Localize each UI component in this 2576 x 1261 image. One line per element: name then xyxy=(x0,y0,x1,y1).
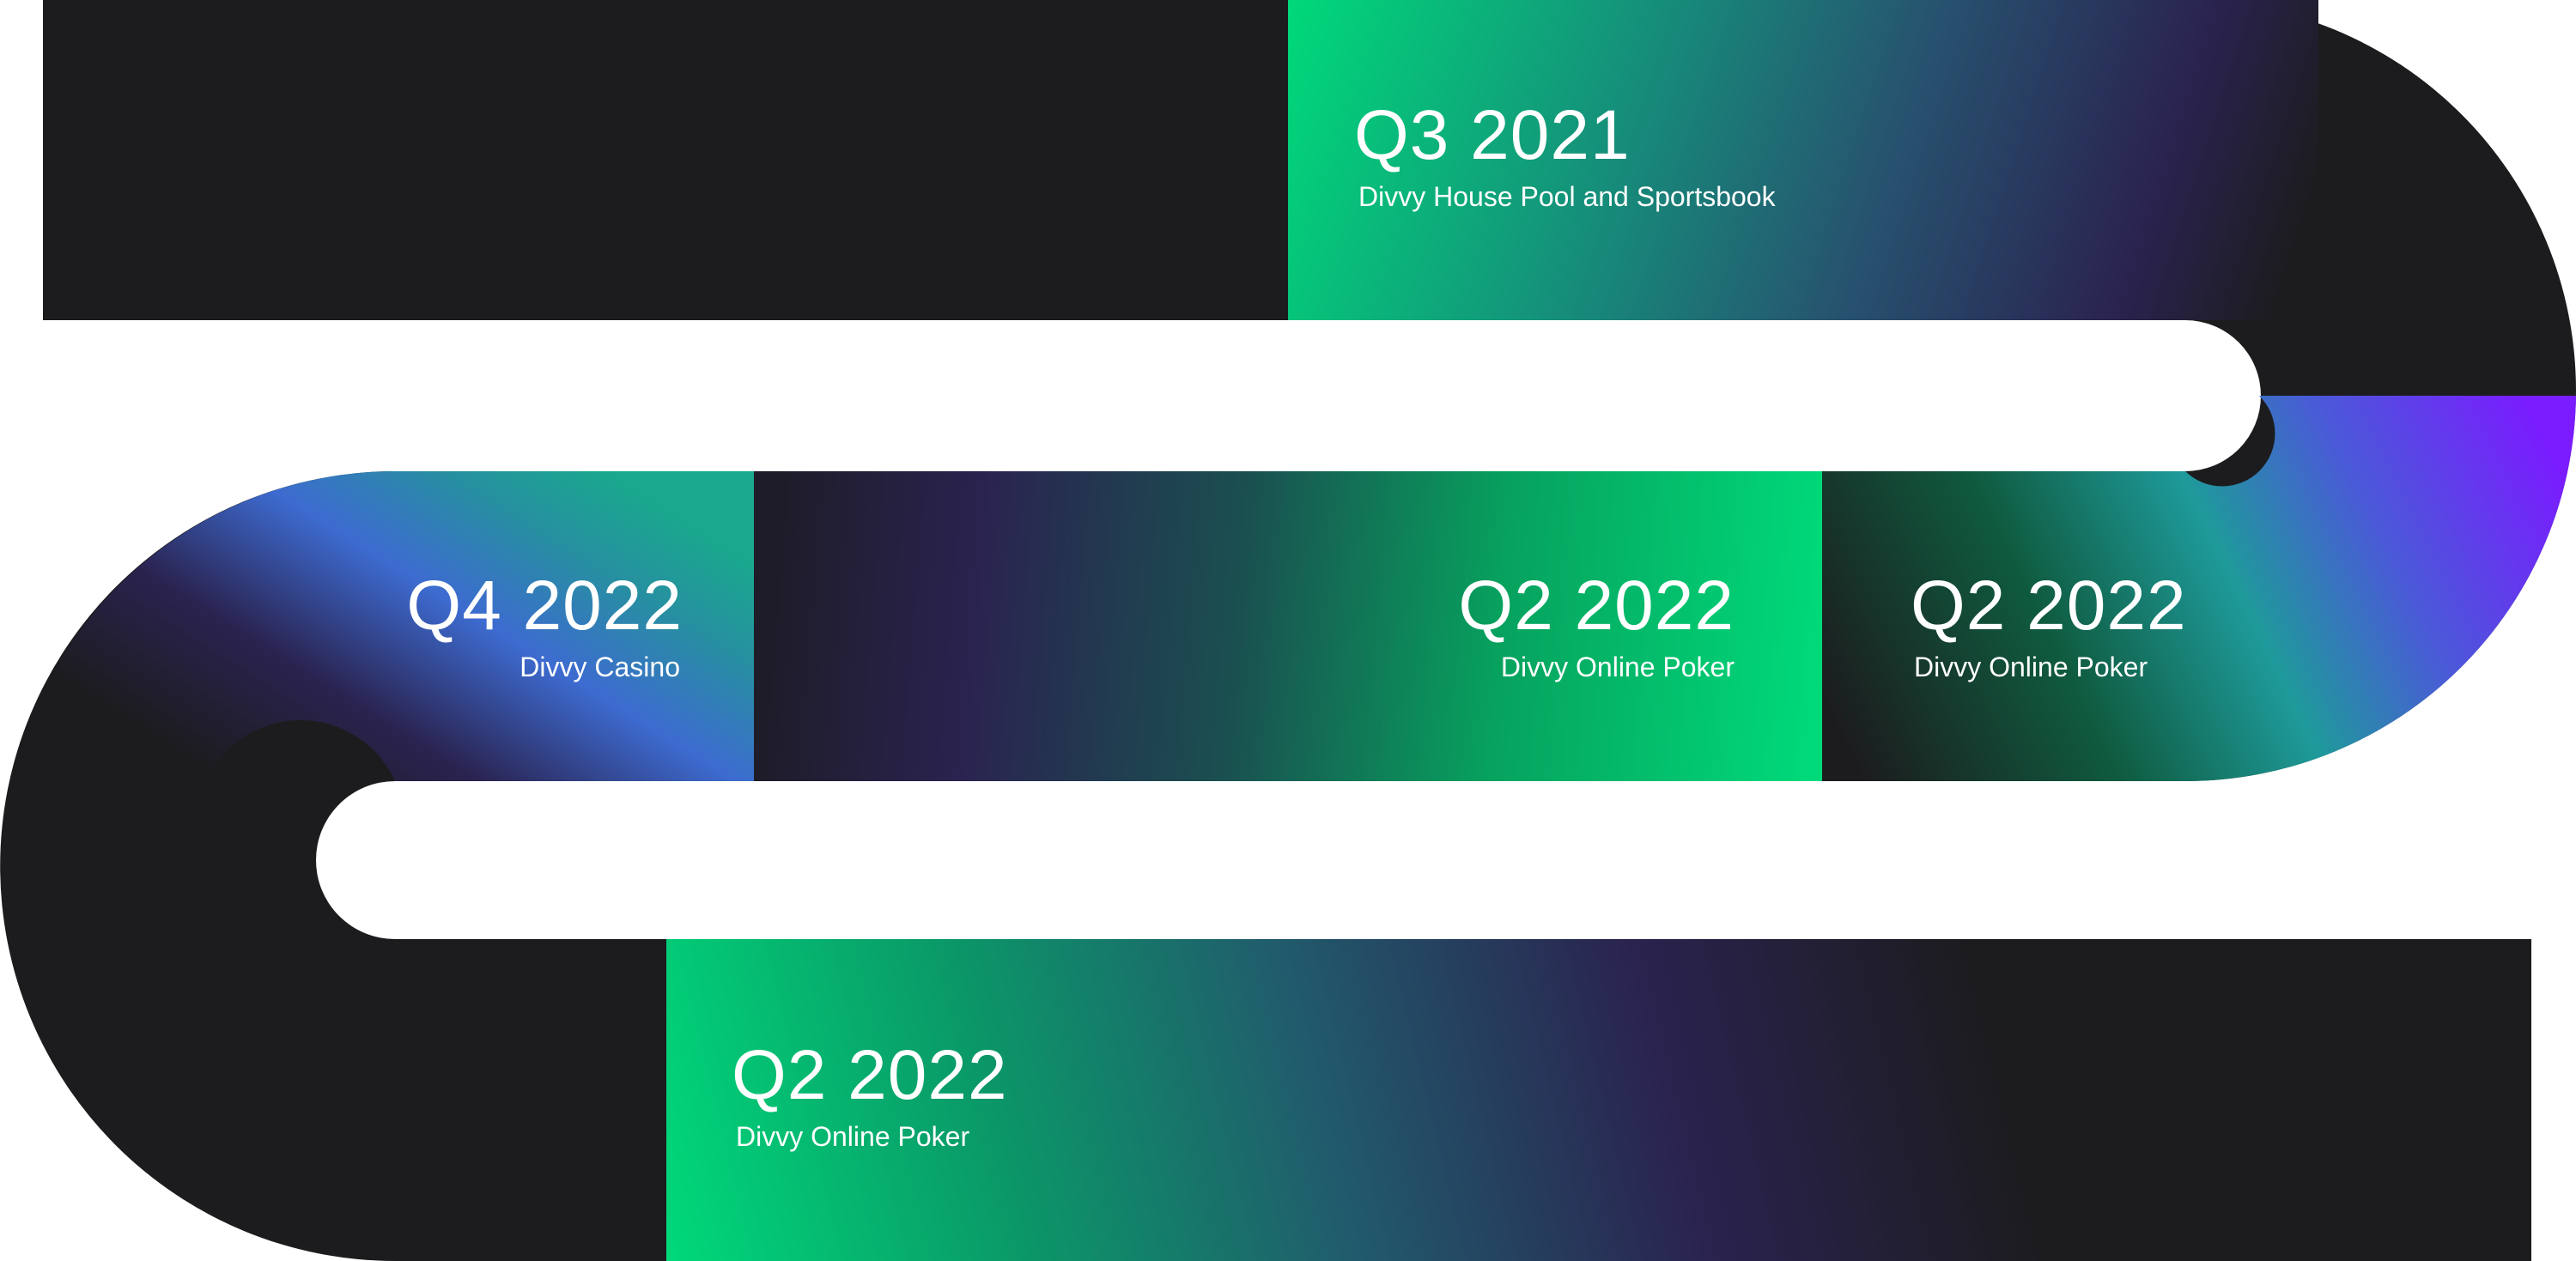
milestone-subtitle: Divvy Online Poker xyxy=(1501,652,1735,682)
milestone-title: Q2 2022 xyxy=(1911,567,2187,645)
milestone-q4-2022: Q4 2022 Divvy Casino xyxy=(406,567,683,682)
milestone-q2-2022-bottom: Q2 2022 Divvy Online Poker xyxy=(732,1036,1008,1152)
milestone-subtitle: Divvy Casino xyxy=(519,652,680,682)
milestone-subtitle: Divvy Online Poker xyxy=(736,1121,969,1152)
milestone-title: Q3 2021 xyxy=(1354,96,1631,174)
segment-q2-2022-middle xyxy=(754,471,1822,781)
segment-q4-2022 xyxy=(3,471,755,866)
milestone-q2-2022-right: Q2 2022 Divvy Online Poker xyxy=(1911,567,2187,682)
milestone-title: Q2 2022 xyxy=(1458,567,1735,645)
milestone-title: Q2 2022 xyxy=(732,1036,1008,1114)
segment-q2-2022-bottom xyxy=(666,939,2147,1261)
segment-q3-2021 xyxy=(1288,0,2318,320)
milestone-subtitle: Divvy House Pool and Sportsbook xyxy=(1358,181,1777,212)
milestone-title: Q4 2022 xyxy=(406,567,683,645)
milestone-subtitle: Divvy Online Poker xyxy=(1914,652,2148,682)
milestone-q2-2022-middle: Q2 2022 Divvy Online Poker xyxy=(1458,567,1735,682)
segment-q2-2022-right xyxy=(1822,396,2576,781)
milestone-q3-2021: Q3 2021 Divvy House Pool and Sportsbook xyxy=(1354,96,1777,212)
